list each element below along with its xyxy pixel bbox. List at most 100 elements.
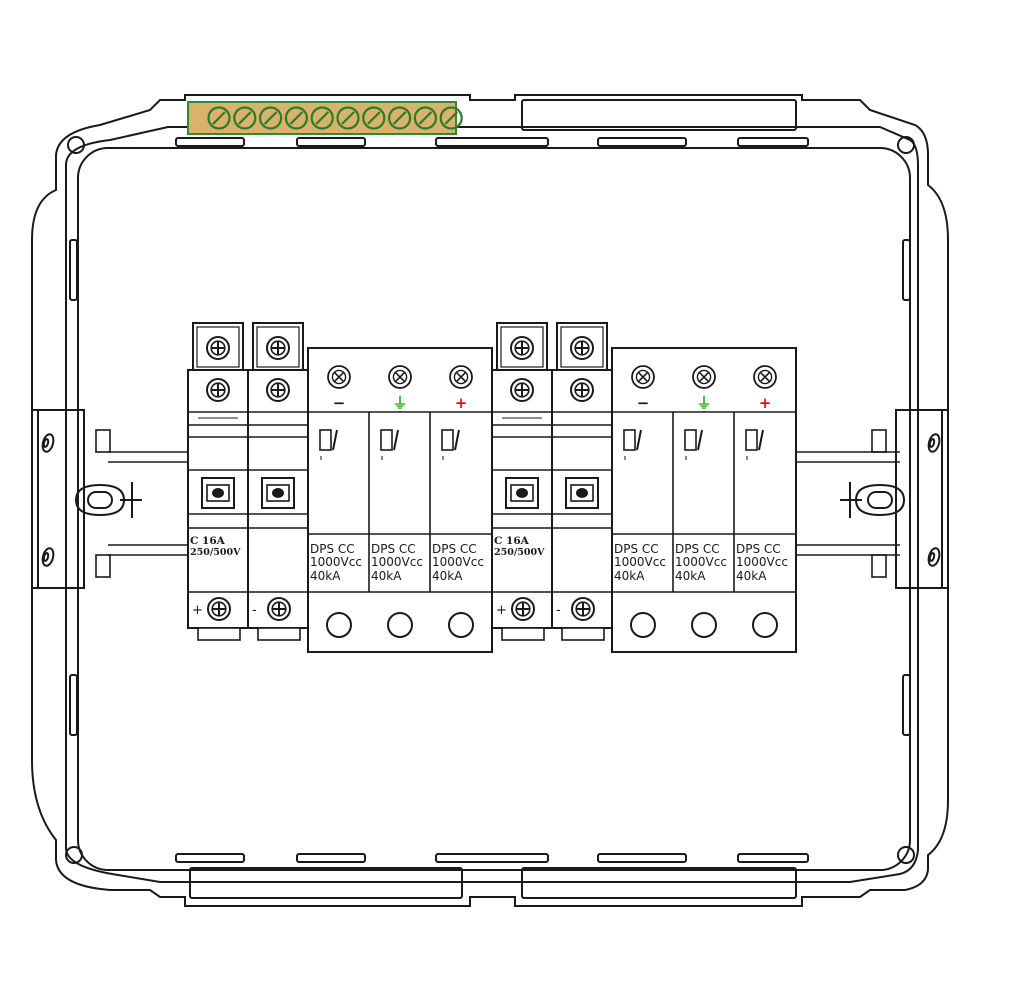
corner-screw-top-right (897, 136, 915, 154)
corner-screw-bottom-right (897, 846, 915, 864)
breaker-pole: - (247, 322, 309, 641)
x-screw-icon (631, 365, 655, 389)
breaker-rating: C 16A (190, 535, 226, 547)
status-indicator-icon (684, 429, 703, 460)
bottom-terminal-hole (326, 612, 352, 638)
spd-current-label: 40kA (371, 569, 402, 583)
bottom-slot-right (521, 867, 797, 899)
polarity-symbol: + (759, 394, 772, 412)
spd-model-label: DPS CC (371, 542, 416, 556)
bottom-slot-left (189, 867, 463, 899)
breaker-toggle[interactable] (201, 477, 235, 509)
slotted-screw-icon (439, 106, 463, 130)
spd-model-label: DPS CC (614, 542, 659, 556)
breaker-rating: C 16A (494, 535, 530, 547)
slotted-screw-icon (207, 106, 231, 130)
rail-bracket-left (31, 409, 142, 589)
x-screw-icon (388, 365, 412, 389)
slotted-screw-icon (336, 106, 360, 130)
bottom-terminal-hole (448, 612, 474, 638)
terminal-block-screws (207, 106, 463, 130)
breaker-voltage: 250/500V (190, 547, 241, 558)
terminal-block (187, 101, 463, 135)
status-indicator-icon (441, 429, 460, 460)
enclosure-inner-lip (65, 126, 919, 883)
terminal-screw-icon (510, 378, 534, 402)
spd-model-label: DPS CC (675, 542, 720, 556)
slotted-screw-icon (259, 106, 283, 130)
terminal-screw-icon (510, 336, 534, 360)
side-clips (69, 239, 911, 736)
pole-polarity-label: + (496, 603, 507, 618)
spd-model-label: DPS CC (736, 542, 781, 556)
bottom-terminal-hole (691, 612, 717, 638)
spd-voltage-label: 1000Vcc (675, 555, 727, 569)
corner-screw-top-left (67, 136, 85, 154)
bottom-clips (175, 853, 809, 863)
rail-bracket-right (840, 409, 949, 589)
spd-voltage-label: 1000Vcc (736, 555, 788, 569)
bottom-terminal-hole (387, 612, 413, 638)
status-indicator-icon (623, 429, 642, 460)
terminal-screw-icon (511, 597, 535, 621)
corner-screw-bottom-left (65, 846, 83, 864)
pole-polarity-label: + (192, 603, 203, 618)
x-screw-icon (692, 365, 716, 389)
terminal-screw-icon (206, 336, 230, 360)
bottom-terminal-hole (752, 612, 778, 638)
top-slot-right (521, 99, 797, 131)
breaker-voltage: 250/500V (494, 547, 545, 558)
slotted-screw-icon (362, 106, 386, 130)
spd-current-label: 40kA (614, 569, 645, 583)
polarity-symbol: ⏚ (392, 394, 407, 412)
x-screw-icon (327, 365, 351, 389)
breaker-pole: - (551, 322, 613, 641)
polarity-symbol: + (455, 394, 468, 412)
terminal-screw-icon (571, 597, 595, 621)
x-screw-icon (753, 365, 777, 389)
slotted-screw-icon (413, 106, 437, 130)
spd-current-label: 40kA (432, 569, 463, 583)
terminal-screw-icon (266, 336, 290, 360)
slotted-screw-icon (233, 106, 257, 130)
status-indicator-icon (319, 429, 338, 460)
breaker-toggle[interactable] (505, 477, 539, 509)
spd-current-label: 40kA (736, 569, 767, 583)
spd-voltage-label: 1000Vcc (371, 555, 423, 569)
status-indicator-icon (380, 429, 399, 460)
breaker-toggle[interactable] (261, 477, 295, 509)
spd-voltage-label: 1000Vcc (614, 555, 666, 569)
slotted-screw-icon (310, 106, 334, 130)
terminal-screw-icon (266, 378, 290, 402)
pole-polarity-label: - (252, 603, 257, 618)
status-indicator-icon (745, 429, 764, 460)
polarity-symbol: − (333, 394, 346, 412)
polarity-symbol: − (637, 394, 650, 412)
spd-current-label: 40kA (675, 569, 706, 583)
polarity-symbol: ⏚ (696, 394, 711, 412)
slotted-screw-icon (388, 106, 412, 130)
top-clips (175, 137, 809, 147)
breaker-toggle[interactable] (565, 477, 599, 509)
x-screw-icon (449, 365, 473, 389)
terminal-screw-icon (570, 378, 594, 402)
spd-voltage-label: 1000Vcc (432, 555, 484, 569)
bottom-terminal-hole (630, 612, 656, 638)
slotted-screw-icon (284, 106, 308, 130)
terminal-screw-icon (570, 336, 594, 360)
terminal-screw-icon (207, 597, 231, 621)
pole-polarity-label: - (556, 603, 561, 618)
enclosure-outer-shell (31, 94, 949, 907)
terminal-screw-icon (267, 597, 291, 621)
